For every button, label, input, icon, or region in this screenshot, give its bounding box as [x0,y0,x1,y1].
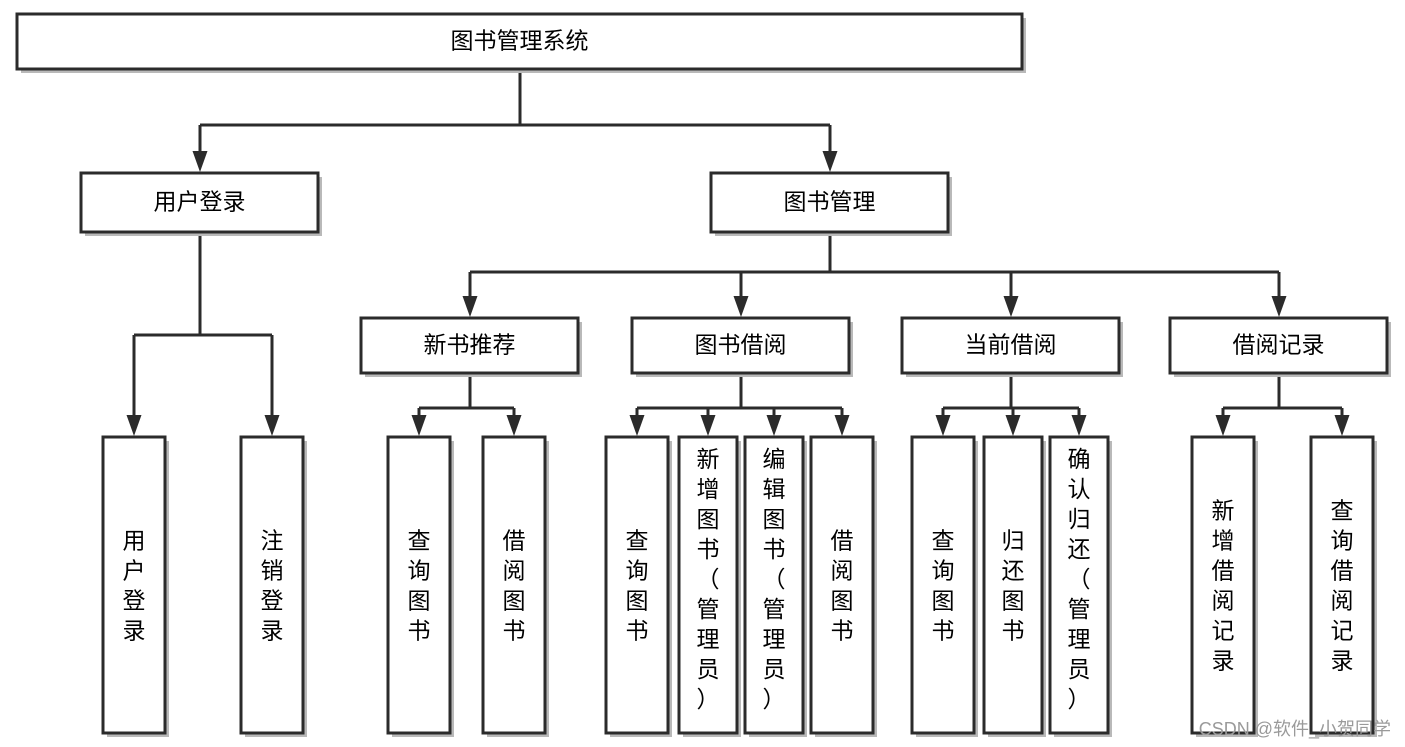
node-label: 新增借阅记录 [1212,497,1235,673]
arrow-head-icon [126,415,142,436]
node-box[interactable] [1190,435,1256,735]
node-box[interactable] [630,316,851,375]
node-leaf-borrow-book-rec[interactable]: 借阅图书 [481,435,549,737]
arrow-head-icon [766,415,782,436]
node-label: 新增图书（管理员） [697,446,720,712]
node-user-login[interactable]: 用户登录 [79,171,322,236]
node-box[interactable] [481,435,547,735]
arrow-head-icon [192,151,208,172]
node-label: 查询图书 [932,527,955,643]
node-box[interactable] [709,171,950,234]
node-leaf-add-book[interactable]: 新增图书（管理员） [677,435,741,737]
node-box[interactable] [1168,316,1389,375]
arrow-head-icon [506,415,522,436]
node-box[interactable] [79,171,320,234]
arrow-head-icon [935,415,951,436]
node-label: 当前借阅 [965,332,1057,358]
node-leaf-confirm-return[interactable]: 确认归还（管理员） [1048,435,1112,737]
node-box[interactable] [1048,435,1110,735]
node-book-borrow[interactable]: 图书借阅 [630,316,853,377]
arrow-head-icon [1271,296,1287,317]
node-label: 新书推荐 [424,332,516,358]
connector-layer [126,69,1350,436]
arrow-head-icon [629,415,645,436]
arrow-head-icon [834,415,850,436]
arrow-head-icon [700,415,716,436]
node-leaf-edit-book[interactable]: 编辑图书（管理员） [743,435,807,737]
arrow-head-icon [1005,415,1021,436]
node-leaf-user-logout[interactable]: 注销登录 [239,435,307,737]
node-leaf-user-login[interactable]: 用户登录 [101,435,169,737]
node-leaf-query-book-borrow[interactable]: 查询图书 [604,435,672,737]
node-label: 查询图书 [408,527,431,643]
node-current-borrow[interactable]: 当前借阅 [900,316,1123,377]
arrow-head-icon [1334,415,1350,436]
node-label: 确认归还（管理员） [1068,446,1091,712]
node-layer: 图书管理系统用户登录图书管理新书推荐图书借阅当前借阅借阅记录用户登录注销登录查询… [15,12,1391,737]
arrow-head-icon [1215,415,1231,436]
node-label: 用户登录 [154,189,246,215]
node-box[interactable] [604,435,670,735]
node-leaf-query-book-cur[interactable]: 查询图书 [910,435,978,737]
node-box[interactable] [743,435,805,735]
node-leaf-query-book-rec[interactable]: 查询图书 [386,435,454,737]
node-label: 查询借阅记录 [1331,497,1354,673]
node-box[interactable] [239,435,305,735]
node-label: 用户登录 [123,527,146,643]
node-label: 借阅图书 [831,527,854,643]
arrow-head-icon [822,151,838,172]
node-book-manage[interactable]: 图书管理 [709,171,952,236]
node-box[interactable] [900,316,1121,375]
node-label: 注销登录 [261,527,284,643]
node-label: 编辑图书（管理员） [763,446,786,712]
node-box[interactable] [982,435,1044,735]
node-leaf-query-record[interactable]: 查询借阅记录 [1309,435,1377,737]
node-label: 图书借阅 [695,332,787,358]
node-box[interactable] [910,435,976,735]
node-label: 图书管理系统 [451,28,589,54]
node-label: 图书管理 [784,189,876,215]
arrow-head-icon [462,296,478,317]
node-label: 借阅记录 [1233,332,1325,358]
node-label: 查询图书 [626,527,649,643]
node-box[interactable] [386,435,452,735]
node-leaf-add-record[interactable]: 新增借阅记录 [1190,435,1258,737]
node-label: 归还图书 [1002,527,1025,643]
arrow-head-icon [1071,415,1087,436]
arrow-head-icon [264,415,280,436]
node-label: 借阅图书 [503,527,526,643]
node-leaf-return-book[interactable]: 归还图书 [982,435,1046,737]
node-leaf-borrow-book[interactable]: 借阅图书 [809,435,877,737]
node-root[interactable]: 图书管理系统 [15,12,1026,73]
node-box[interactable] [15,12,1024,71]
arrow-head-icon [733,296,749,317]
node-new-book-rec[interactable]: 新书推荐 [359,316,582,377]
node-box[interactable] [677,435,739,735]
node-box[interactable] [359,316,580,375]
node-box[interactable] [809,435,875,735]
node-box[interactable] [101,435,167,735]
node-box[interactable] [1309,435,1375,735]
arrow-head-icon [1003,296,1019,317]
arrow-head-icon [411,415,427,436]
node-borrow-record[interactable]: 借阅记录 [1168,316,1391,377]
